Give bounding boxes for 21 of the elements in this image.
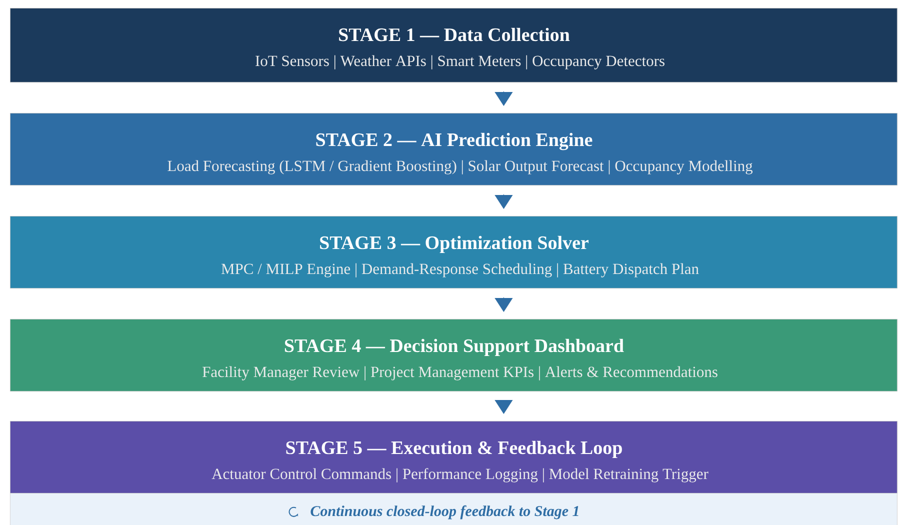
arrow bbox=[494, 297, 513, 312]
arrow bbox=[494, 91, 513, 106]
stage-title: STAGE 4 — Decision Support Dashboard bbox=[284, 338, 624, 356]
stage-band bbox=[10, 8, 898, 82]
stage-band bbox=[10, 421, 898, 494]
stage-details: IoT Sensors | Weather APIs | Smart Meters | Occupancy Detectors bbox=[256, 55, 664, 70]
stage-title: STAGE 5 — Execution & Feedback Loop bbox=[286, 440, 622, 458]
stage-title: STAGE 1 — Data Collection bbox=[339, 28, 570, 42]
stage-details: Facility Manager Review | Project Management KPIs | Alerts & Recommendations bbox=[202, 366, 718, 380]
feedback-banner bbox=[10, 493, 898, 525]
arrow bbox=[494, 194, 513, 209]
stage-details: Actuator Control Commands | Performance Logging | Model Retraining Trigger bbox=[212, 468, 708, 482]
stage-band bbox=[10, 216, 898, 288]
feedback-text: Continuous closed-loop feedback to Stage 1 bbox=[310, 505, 578, 520]
stage-details: Load Forecasting (LSTM / Gradient Boosting) | Solar Output Forecast | Occupancy Modelling bbox=[168, 160, 753, 174]
stage-band bbox=[10, 113, 898, 186]
arrow bbox=[494, 400, 513, 414]
stage-title: STAGE 2 — AI Prediction Engine bbox=[316, 132, 592, 150]
stage-details: MPC / MILP Engine | Demand-Response Scheduling | Battery Dispatch Plan bbox=[221, 263, 699, 278]
stage-title: STAGE 3 — Optimization Solver bbox=[320, 236, 588, 254]
stage-band bbox=[10, 319, 898, 392]
